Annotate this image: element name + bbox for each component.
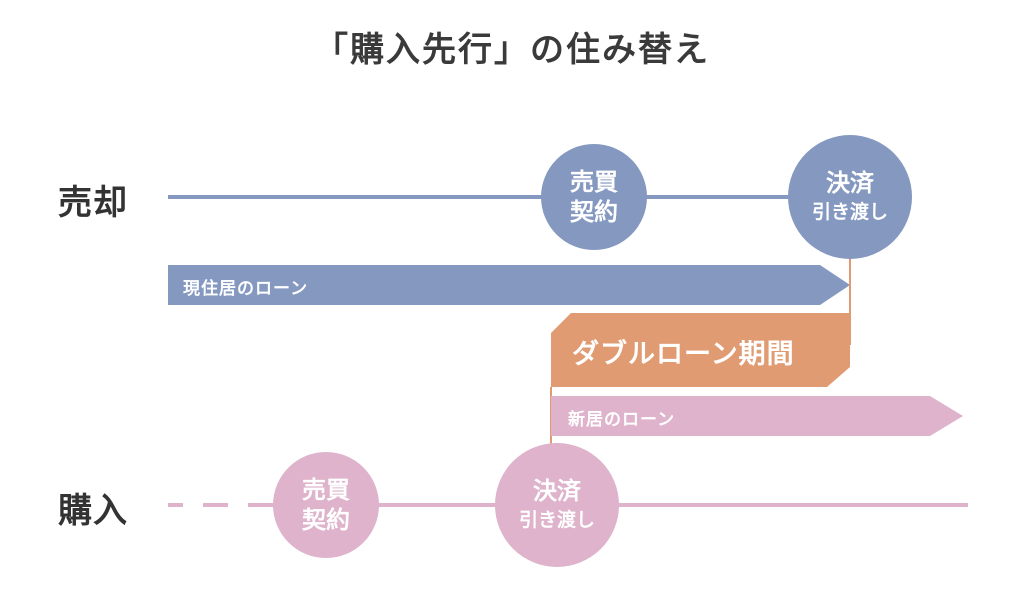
buy-contract-line2: 契約: [302, 506, 350, 534]
current-loan-bar: [168, 265, 850, 305]
new-loan-bar: [551, 396, 963, 436]
double-loan-label: ダブルローン期間: [572, 339, 795, 370]
buy-contract-label: 売買 契約: [273, 452, 379, 558]
double-loan-bar: [551, 313, 850, 387]
sell-row-label: 売却: [58, 183, 128, 223]
sell-settlement-circle: [788, 135, 912, 259]
diagram-title: 「購入先行」の住み替え: [314, 30, 710, 70]
sell-contract-line1: 売買: [570, 168, 618, 196]
sell-settlement-label: 決済 引き渡し: [788, 135, 912, 259]
buy-settlement-circle: [495, 443, 619, 567]
buy-settlement-line2: 引き渡し: [518, 509, 595, 531]
buy-contract-circle: [273, 452, 379, 558]
sell-settlement-line2: 引き渡し: [811, 201, 888, 223]
new-loan-label: 新居のローン: [568, 410, 676, 430]
buy-contract-line1: 売買: [302, 476, 350, 504]
buy-settlement-label: 決済 引き渡し: [495, 443, 619, 567]
sell-contract-line2: 契約: [570, 198, 618, 226]
buy-settlement-line1: 決済: [533, 477, 581, 505]
sell-settlement-line1: 決済: [826, 169, 874, 197]
sell-contract-circle: [541, 144, 647, 250]
sell-contract-label: 売買 契約: [541, 144, 647, 250]
current-loan-label: 現住居のローン: [183, 279, 309, 299]
buy-row-label: 購入: [58, 491, 128, 531]
